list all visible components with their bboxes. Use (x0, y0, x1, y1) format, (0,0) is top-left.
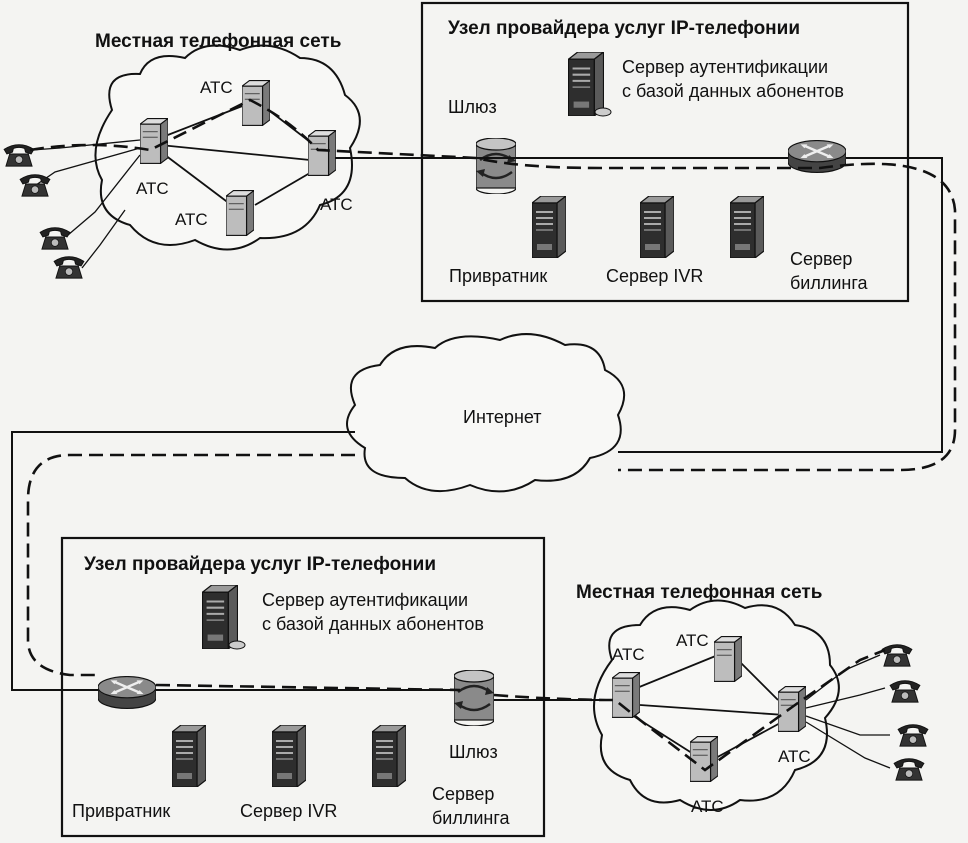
top-atc-1 (140, 118, 168, 164)
bottom-phone-1 (881, 644, 913, 667)
top-auth-server-line1: Сервер аутентификации (622, 57, 828, 77)
bottom-atc-label-2: АТС (676, 631, 709, 650)
bottom-ivr-label: Сервер IVR (240, 801, 337, 821)
top-billing-label-1: Сервер (790, 249, 852, 269)
bottom-phone-4 (893, 758, 925, 781)
top-billing-label-2: биллинга (790, 273, 869, 293)
bottom-auth-server-line1: Сервер аутентификации (262, 590, 468, 610)
bottom-local-network-cloud (593, 599, 840, 811)
internet-label: Интернет (463, 407, 542, 427)
top-router-icon (788, 140, 846, 174)
bottom-atc-3 (778, 686, 806, 732)
bottom-atc-label-1: АТС (612, 645, 645, 664)
bottom-atc-label-3: АТС (778, 747, 811, 766)
bottom-phone-3 (897, 724, 929, 747)
top-provider-frame (420, 1, 910, 303)
top-phone-2 (19, 174, 51, 197)
top-local-network-cloud (94, 44, 361, 251)
bottom-router-icon (98, 676, 156, 710)
bottom-auth-server-icon (202, 585, 238, 649)
bottom-auth-server-line2: с базой данных абонентов (262, 614, 484, 634)
bottom-gateway-label: Шлюз (449, 742, 498, 762)
bottom-phone-2 (889, 680, 921, 703)
top-billing-server-icon (730, 196, 764, 258)
top-atc-label-4: АТС (320, 195, 353, 214)
bottom-atc-1 (612, 672, 640, 718)
top-local-network: Местная телефонная сеть АТС АТС АТС АТС (3, 31, 361, 279)
top-phone-1 (3, 144, 35, 167)
top-atc-3 (308, 130, 336, 176)
top-provider-title: Узел провайдера услуг IP-телефонии (448, 18, 800, 39)
top-atc-label-2: АТС (136, 179, 169, 198)
top-auth-server-line2: с базой данных абонентов (622, 81, 844, 101)
top-atc-label-1: АТС (200, 78, 233, 97)
bottom-billing-server-icon (372, 725, 406, 787)
top-local-network-title: Местная телефонная сеть (95, 31, 341, 52)
bottom-billing-label-1: Сервер (432, 784, 494, 804)
bottom-gatekeeper-label: Привратник (72, 801, 170, 821)
top-ivr-label: Сервер IVR (606, 266, 703, 286)
bottom-atc-label-4: АТС (691, 797, 724, 816)
bottom-local-network: Местная телефонная сеть АТС АТС АТС АТС (576, 582, 929, 816)
top-phone-3 (39, 227, 71, 250)
bottom-local-network-title: Местная телефонная сеть (576, 582, 822, 603)
bottom-ivr-server-icon (272, 725, 306, 787)
top-auth-server-icon (568, 52, 604, 116)
top-gatekeeper-label: Привратник (449, 266, 547, 286)
bottom-atc-4 (690, 736, 718, 782)
bottom-billing-label-2: биллинга (432, 808, 511, 828)
top-gateway-label: Шлюз (448, 97, 497, 117)
bottom-provider-title: Узел провайдера услуг IP-телефонии (84, 554, 436, 575)
internet: Интернет (346, 333, 626, 493)
bottom-atc-2 (714, 636, 742, 682)
solid-network-link (11, 157, 943, 701)
bottom-provider-frame (60, 536, 546, 838)
top-atc-4 (226, 190, 254, 236)
bottom-gateway-icon (454, 670, 494, 726)
bottom-provider-node: Узел провайдера услуг IP-телефонии Серве… (60, 536, 546, 838)
top-ivr-server-icon (640, 196, 674, 258)
top-atc-label-3: АТС (175, 210, 208, 229)
top-provider-node: Узел провайдера услуг IP-телефонии Серве… (420, 1, 910, 303)
bottom-gatekeeper-icon (172, 725, 206, 787)
internet-cloud (346, 333, 626, 493)
top-gatekeeper-icon (532, 196, 566, 258)
top-phone-4 (53, 256, 85, 279)
dashed-call-path (26, 98, 957, 772)
top-gateway-icon (476, 138, 516, 194)
